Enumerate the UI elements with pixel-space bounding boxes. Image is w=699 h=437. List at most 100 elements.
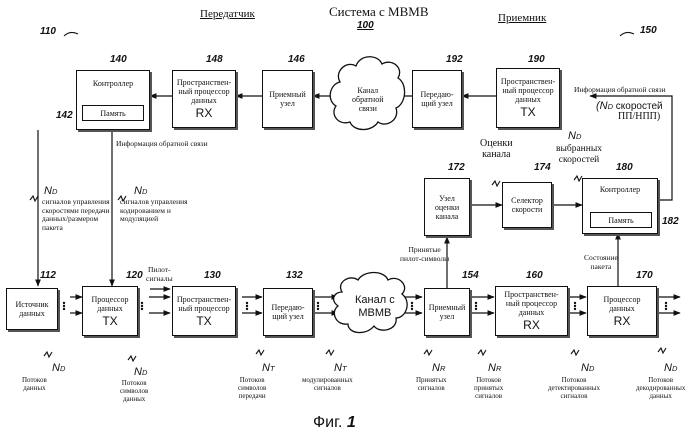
spatial-rx-ref: 160 bbox=[526, 270, 543, 281]
nd-bottom-3-n: N bbox=[262, 362, 270, 374]
nd-selected-n: N bbox=[568, 130, 576, 142]
bottom-label-7-line1: Потоков bbox=[548, 376, 600, 384]
nd-bottom-5-n: N bbox=[432, 362, 440, 374]
memory-rx-ref: 182 bbox=[662, 216, 679, 227]
page-title: Система с МВМВ bbox=[329, 4, 429, 20]
rate-selector-ref: 174 bbox=[534, 162, 551, 173]
memory-tx-ref: 142 bbox=[56, 110, 73, 121]
est-unit-label2: оценки bbox=[435, 203, 459, 212]
spatial-tx-top-box: Пространствен- ный процессор данных TX bbox=[496, 68, 560, 128]
nd-left-text4: пакета bbox=[42, 224, 110, 233]
bottom-label-8-line2: декодированных bbox=[636, 384, 685, 392]
spatial-rx-label1: Пространствен- bbox=[504, 290, 558, 299]
spatial-tx-label1: Пространствен- bbox=[177, 295, 231, 304]
source-label2: данных bbox=[19, 309, 45, 318]
recv-unit-label2: узел bbox=[440, 312, 455, 321]
spatial-tx-top-ref: 190 bbox=[528, 54, 545, 65]
nd-bottom-6-n: N bbox=[488, 362, 496, 374]
bottom-label-1-line1: Потоков bbox=[22, 376, 47, 384]
nd-bottom-2: ND bbox=[134, 366, 147, 379]
spatial-rx-top-label1: Пространствен- bbox=[177, 78, 231, 87]
bottom-label-3-line1: Потоков bbox=[238, 376, 266, 384]
bottom-label-7: Потоков детектированных сигналов bbox=[548, 376, 600, 400]
nd-bottom-5-sub: R bbox=[440, 364, 445, 373]
nd-rates-n: (N bbox=[596, 100, 608, 112]
nd-left-n: N bbox=[44, 185, 52, 197]
nd-mid-n: N bbox=[134, 185, 142, 197]
rx-proc-ref: 170 bbox=[636, 270, 653, 281]
nd-bottom-8-n: N bbox=[664, 362, 672, 374]
nd-bottom-6: NR bbox=[488, 362, 501, 375]
source-label1: Источник bbox=[16, 300, 49, 309]
recv-unit-ref: 154 bbox=[462, 270, 479, 281]
spatial-tx-top-label1: Пространствен- bbox=[501, 77, 555, 86]
trans-unit-label2: щий узел bbox=[272, 312, 303, 321]
spatial-rx-top-ref: 148 bbox=[206, 54, 223, 65]
nd-bottom-2-n: N bbox=[134, 366, 142, 378]
bottom-label-7-line3: сигналов bbox=[548, 392, 600, 400]
bottom-label-3-line3: передачи bbox=[238, 392, 266, 400]
bottom-label-7-line2: детектированных bbox=[548, 384, 600, 392]
rate-selector-box: Селектор скорости bbox=[502, 182, 552, 228]
bottom-label-5-line2: сигналов bbox=[416, 384, 447, 392]
recv-unit-box: Приемный узел bbox=[424, 288, 470, 336]
nd-bottom-1: ND bbox=[52, 362, 65, 375]
rate-selector-label2: скорости bbox=[512, 205, 543, 214]
bottom-label-8: Потоков декодированных данных bbox=[636, 376, 685, 400]
receiver-heading: Приемник bbox=[498, 12, 546, 24]
rate-selector-label1: Селектор bbox=[511, 196, 543, 205]
memory-tx-label: Память bbox=[100, 109, 125, 118]
nd-bottom-3: NT bbox=[262, 362, 275, 375]
spatial-tx-box: Пространствен- ный процессор TX bbox=[172, 286, 236, 336]
feedback-channel-label: Канал обратной связи bbox=[352, 86, 383, 113]
controller-tx-box: Контроллер bbox=[76, 70, 150, 130]
figure-caption-number: 1 bbox=[347, 414, 356, 431]
feedback-channel-label3: связи bbox=[352, 104, 383, 113]
est-unit-box: Узел оценки канала bbox=[424, 178, 470, 236]
pilot-received-label: Принятые пилот-символы bbox=[400, 246, 449, 263]
est-unit-ref: 172 bbox=[448, 162, 465, 173]
trans-top-label2: щий узел bbox=[421, 99, 452, 108]
transmitter-ref-number: 110 bbox=[40, 26, 56, 37]
rx-proc-box: Процессор данных RX bbox=[587, 286, 657, 336]
bottom-label-6-line3: сигналов bbox=[474, 392, 503, 400]
nd-bottom-4-n: N bbox=[334, 362, 342, 374]
tx-proc-ref: 120 bbox=[126, 270, 143, 281]
spatial-rx-top-label3: данных bbox=[191, 96, 217, 105]
spatial-rx-top-label2: ный процессор bbox=[178, 87, 229, 96]
channel-est-label2: канала bbox=[480, 149, 513, 160]
bottom-label-3: Потоков символов передачи bbox=[238, 376, 266, 400]
figure-caption: Фиг. 1 bbox=[313, 414, 356, 432]
spatial-tx-big: TX bbox=[196, 314, 211, 328]
packet-state-label: Состояние пакета bbox=[584, 254, 618, 271]
bottom-label-5: Принятых сигналов bbox=[416, 376, 447, 392]
trans-unit-label1: Передаю- bbox=[271, 303, 304, 312]
selected-rates-label: выбранных скоростей bbox=[556, 144, 602, 166]
nd-left-text: сигналов управления скоростями передачи … bbox=[42, 198, 110, 232]
nd-mid-text3: модуляцией bbox=[120, 215, 188, 224]
nd-bottom-4-sub: T bbox=[342, 364, 347, 373]
nd-bottom-1-sub: D bbox=[60, 364, 65, 373]
memory-tx-box: Память bbox=[82, 105, 144, 121]
trans-top-label1: Передаю- bbox=[420, 90, 453, 99]
bottom-label-6-line1: Потоков bbox=[474, 376, 503, 384]
nd-bottom-7-n: N bbox=[581, 362, 589, 374]
trans-top-ref: 192 bbox=[446, 54, 463, 65]
system-ref-number: 100 bbox=[357, 20, 374, 31]
nd-rates-line2: ПП/НПП) bbox=[618, 113, 660, 122]
recv-top-box: Приемный узел bbox=[262, 70, 313, 128]
controller-tx-ref: 140 bbox=[110, 54, 127, 65]
nd-mid-text: сигналов управления кодированием и модул… bbox=[120, 198, 188, 224]
nd-bottom-8-sub: D bbox=[672, 364, 677, 373]
spatial-rx-big: RX bbox=[523, 318, 540, 332]
tx-proc-box: Процессор данных TX bbox=[82, 286, 138, 336]
figure-caption-text: Фиг. bbox=[313, 414, 347, 431]
bottom-label-2: Потоков символов данных bbox=[120, 379, 148, 403]
mimo-channel-label2: МВМВ bbox=[355, 307, 395, 320]
nd-selected: ND bbox=[568, 130, 581, 143]
source-box: Источник данных bbox=[6, 288, 58, 330]
bottom-label-4-line1: модулированных bbox=[302, 376, 353, 384]
source-ref: 112 bbox=[40, 270, 56, 281]
tx-proc-big: TX bbox=[102, 314, 117, 328]
rx-proc-big: RX bbox=[614, 314, 631, 328]
